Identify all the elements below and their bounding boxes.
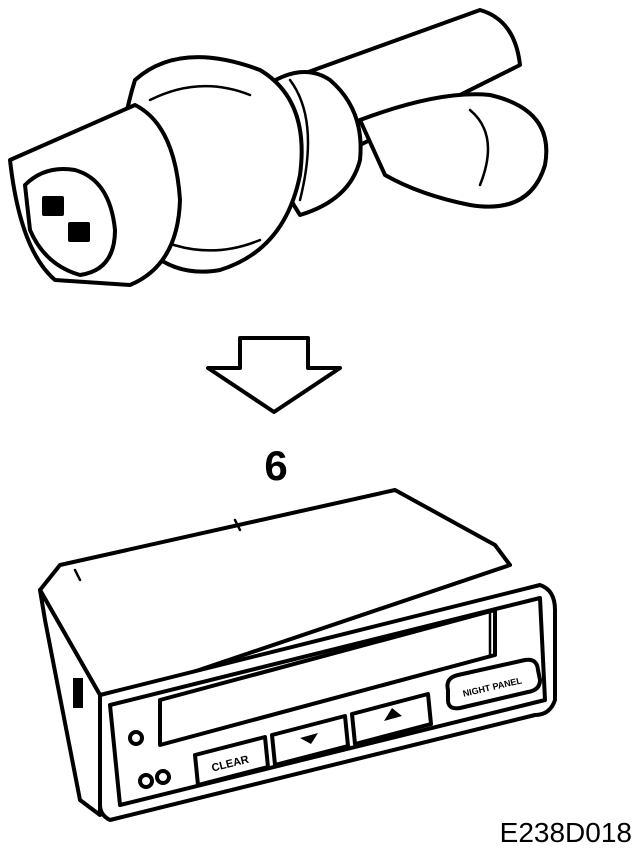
- night-panel-button[interactable]: NIGHT PANEL: [445, 657, 542, 711]
- clear-button[interactable]: CLEAR: [193, 735, 270, 787]
- down-arrow-icon: [206, 336, 342, 414]
- up-button[interactable]: [350, 692, 433, 746]
- step-number: 6: [264, 442, 287, 489]
- down-button[interactable]: [270, 714, 350, 767]
- pressure-sensor-icon: [8, 8, 549, 287]
- triangle-down-icon: [300, 733, 318, 744]
- figure-code: E238D018: [500, 817, 632, 848]
- triangle-up-icon: [384, 708, 402, 721]
- info-display-unit: [38, 488, 557, 822]
